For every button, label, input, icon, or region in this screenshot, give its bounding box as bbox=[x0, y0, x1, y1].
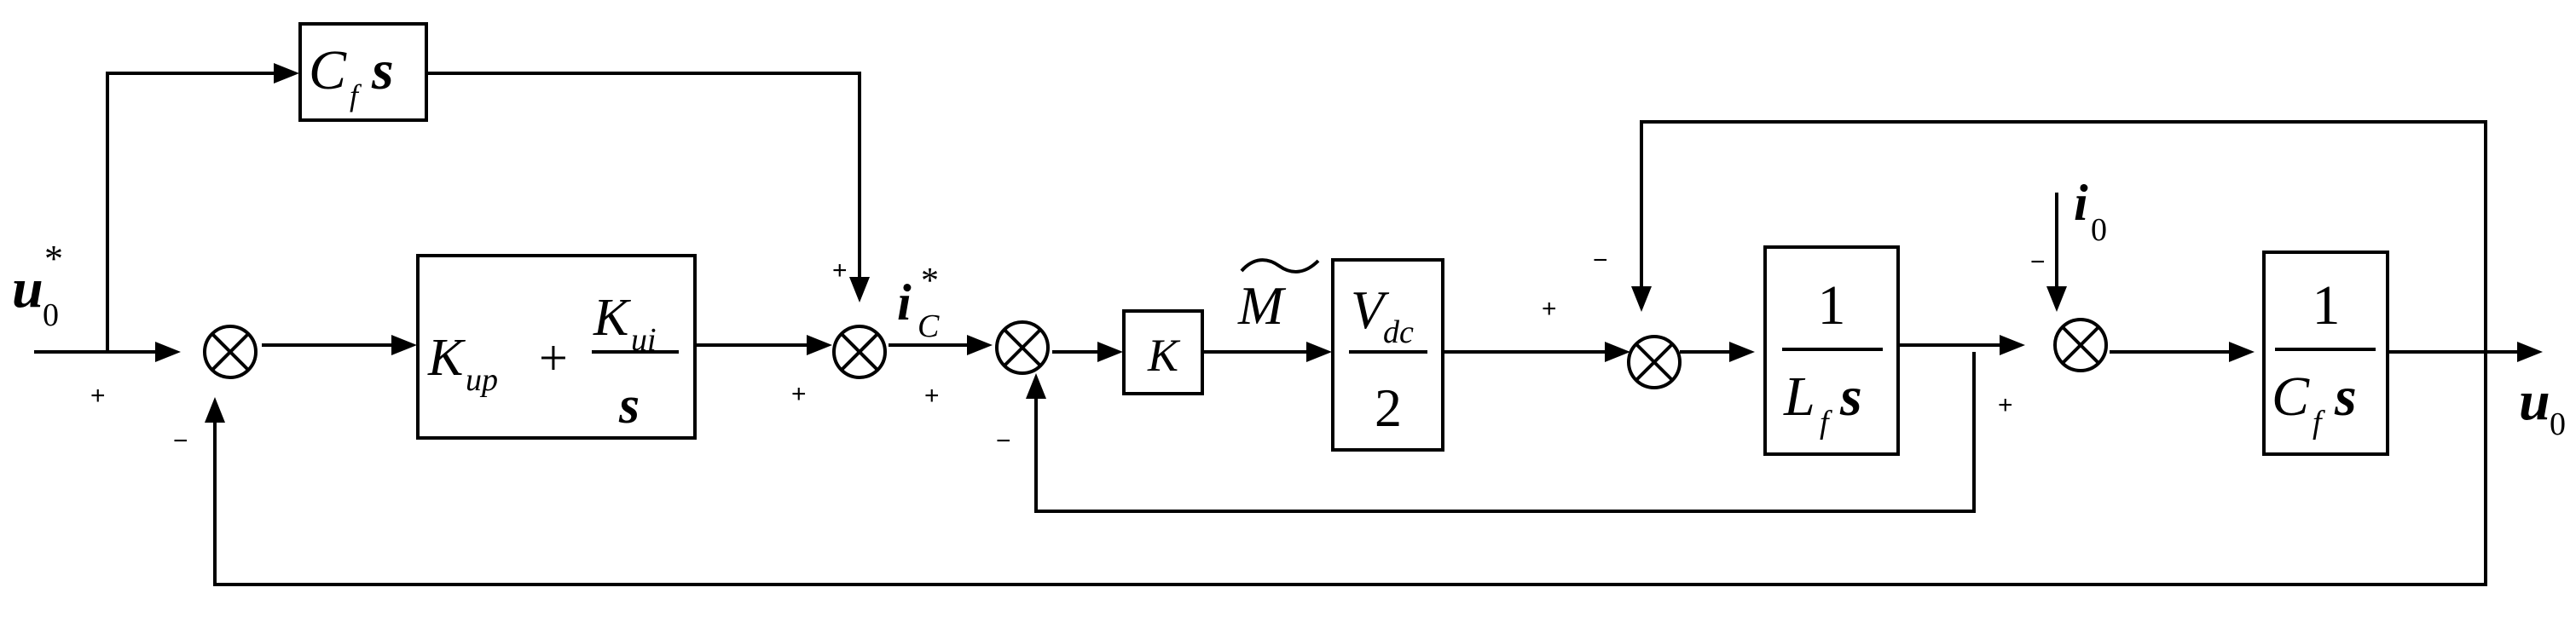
pi-kup-k: K bbox=[427, 329, 466, 387]
modulation-main: M bbox=[1237, 275, 1287, 336]
lf-s: s bbox=[1839, 366, 1862, 428]
input-sup: * bbox=[44, 238, 63, 279]
load-current-sub: 0 bbox=[2091, 212, 2107, 248]
signal-wires bbox=[34, 72, 2524, 586]
sign-minus: − bbox=[1593, 246, 1608, 274]
arrowhead bbox=[1097, 342, 1123, 362]
sign-plus: + bbox=[1998, 391, 2013, 419]
arrowheads bbox=[155, 63, 2543, 423]
arrowhead bbox=[2046, 286, 2067, 312]
cf-num: 1 bbox=[2313, 274, 2341, 337]
summing-junction-5 bbox=[2053, 318, 2108, 372]
wire-feedforward-up bbox=[106, 72, 275, 352]
wire-inductor-current-feedback bbox=[1034, 352, 1976, 513]
sign-plus: + bbox=[1542, 295, 1557, 323]
vdc-v: V bbox=[1351, 279, 1390, 340]
sign-plus: + bbox=[924, 382, 940, 410]
summing-junction-3 bbox=[995, 320, 1050, 375]
arrowhead bbox=[205, 397, 225, 423]
sign-plus: + bbox=[90, 382, 106, 410]
sign-plus: + bbox=[791, 380, 807, 408]
input-sub: 0 bbox=[43, 297, 59, 333]
load-current-main: i bbox=[2074, 175, 2088, 231]
arrowhead bbox=[274, 63, 299, 84]
arrowhead bbox=[807, 335, 832, 355]
ff-s: s bbox=[371, 39, 394, 101]
arrowhead bbox=[2229, 342, 2255, 362]
feedforward-block: C f s bbox=[298, 22, 428, 122]
cf-s: s bbox=[2334, 366, 2357, 428]
inductor-block: 1 L f s bbox=[1763, 245, 1900, 456]
wire-voltage-feedback-sum4 bbox=[1640, 120, 2487, 352]
output-signal-label: u 0 bbox=[2519, 370, 2566, 442]
arrowhead bbox=[1631, 286, 1652, 312]
ic-main: i bbox=[897, 274, 912, 331]
inverter-gain-block: V dc 2 bbox=[1331, 258, 1444, 452]
pi-controller-block: K up + K ui s bbox=[416, 254, 697, 440]
gain-k-block: K bbox=[1122, 309, 1204, 395]
lf-l: L bbox=[1783, 366, 1815, 428]
input-signal-label: u 0 * bbox=[12, 238, 63, 333]
input-main: u bbox=[12, 257, 43, 320]
pi-plus: + bbox=[539, 330, 568, 386]
arrowhead bbox=[2517, 342, 2543, 362]
summing-junction-4 bbox=[1627, 335, 1682, 389]
modulation-label: M bbox=[1237, 258, 1320, 336]
ic-sup: * bbox=[921, 262, 939, 301]
sign-markers: + − + + + − + − + − bbox=[90, 246, 2046, 455]
arrowhead bbox=[1729, 342, 1755, 362]
arrowhead bbox=[1306, 342, 1332, 362]
wire-feedforward-down bbox=[426, 72, 861, 295]
capacitor-current-ref-label: i C * bbox=[897, 262, 940, 344]
arrowhead bbox=[391, 335, 417, 355]
pi-kup-sub: up bbox=[466, 362, 498, 398]
vdc-sub: dc bbox=[1383, 314, 1414, 350]
sign-minus: − bbox=[173, 427, 188, 455]
lf-num: 1 bbox=[1818, 274, 1846, 337]
sign-minus: − bbox=[996, 427, 1011, 455]
sign-plus: + bbox=[832, 256, 848, 285]
arrowhead bbox=[1605, 342, 1630, 362]
arrowhead bbox=[849, 277, 870, 302]
output-main: u bbox=[2519, 370, 2550, 432]
load-current-label: i 0 bbox=[2074, 175, 2107, 248]
ic-sub: C bbox=[918, 308, 940, 344]
modulation-tilde bbox=[1240, 258, 1320, 274]
arrowhead bbox=[967, 335, 993, 355]
gain-k-label: K bbox=[1147, 330, 1181, 381]
vdc-den: 2 bbox=[1375, 377, 1402, 438]
summing-junction-1 bbox=[203, 325, 258, 379]
cf-c: C bbox=[2272, 366, 2310, 428]
capacitor-block: 1 C f s bbox=[2262, 251, 2389, 456]
arrowhead bbox=[1026, 373, 1046, 399]
wire-voltage-feedback-sum1 bbox=[213, 352, 2487, 586]
pi-den: s bbox=[618, 377, 640, 435]
output-sub: 0 bbox=[2550, 406, 2566, 442]
arrowhead bbox=[2000, 335, 2025, 355]
pi-kui-k: K bbox=[593, 289, 632, 347]
summing-junction-2 bbox=[832, 325, 887, 379]
arrowhead bbox=[155, 342, 181, 362]
sign-minus: − bbox=[2030, 248, 2046, 276]
ff-c: C bbox=[309, 39, 347, 101]
